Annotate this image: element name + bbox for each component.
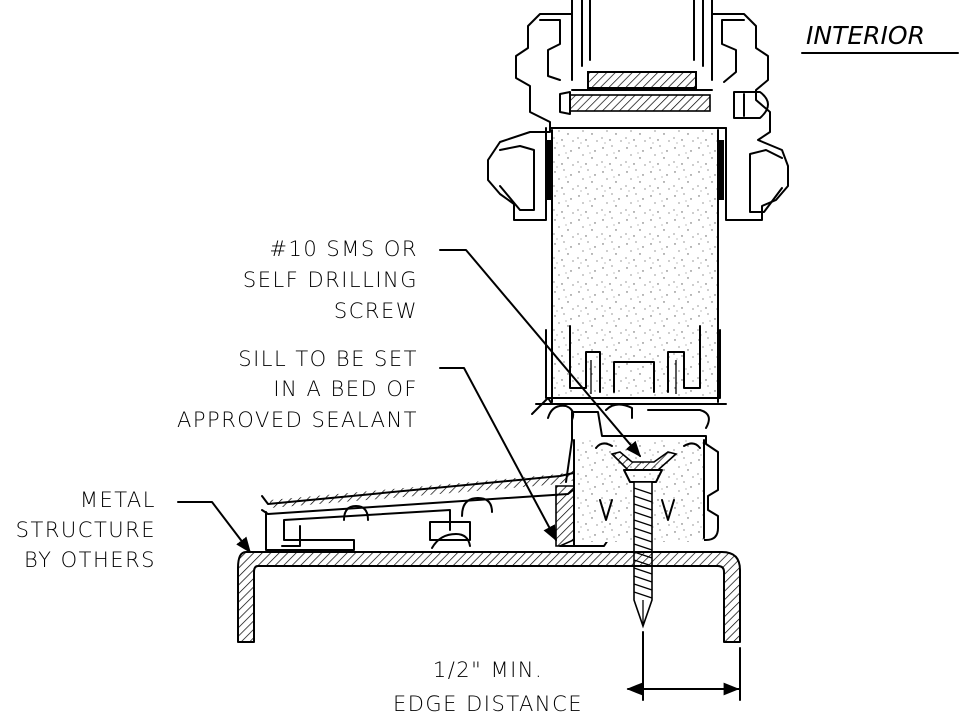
upper-frame-assembly (487, 0, 789, 221)
callout-screw-line-3: SCREW (334, 299, 418, 323)
callout-structure-line-2: STRUCTURE (16, 518, 156, 542)
callout-sill: SILL TO BE SET IN A BED OF APPROVED SEAL… (177, 347, 418, 432)
callout-edge-line-1: 1/2" MIN. (433, 658, 543, 682)
metal-structure (237, 551, 741, 643)
callout-edge-distance: 1/2" MIN. EDGE DISTANCE (393, 658, 583, 716)
callout-screw-line-2: SELF DRILLING (243, 268, 418, 292)
callout-sill-line-1: SILL TO BE SET (238, 347, 418, 371)
callout-structure-line-1: METAL (80, 488, 156, 512)
callout-edge-line-2: EDGE DISTANCE (393, 692, 583, 716)
edge-distance-dimension (626, 631, 741, 701)
horizontal-screw (569, 94, 711, 112)
callout-screw-line-1: #10 SMS OR (269, 237, 418, 261)
interior-label: INTERIOR (806, 21, 925, 50)
callout-screw: #10 SMS OR SELF DRILLING SCREW (243, 237, 418, 323)
callout-structure-line-3: BY OTHERS (24, 548, 156, 572)
callout-sill-line-2: IN A BED OF (273, 377, 418, 401)
leader-lines (177, 249, 642, 554)
insulated-core (531, 129, 727, 415)
setting-block (587, 71, 697, 89)
callout-structure: METAL STRUCTURE BY OTHERS (16, 488, 156, 572)
callout-sill-line-3: APPROVED SEALANT (177, 408, 418, 432)
